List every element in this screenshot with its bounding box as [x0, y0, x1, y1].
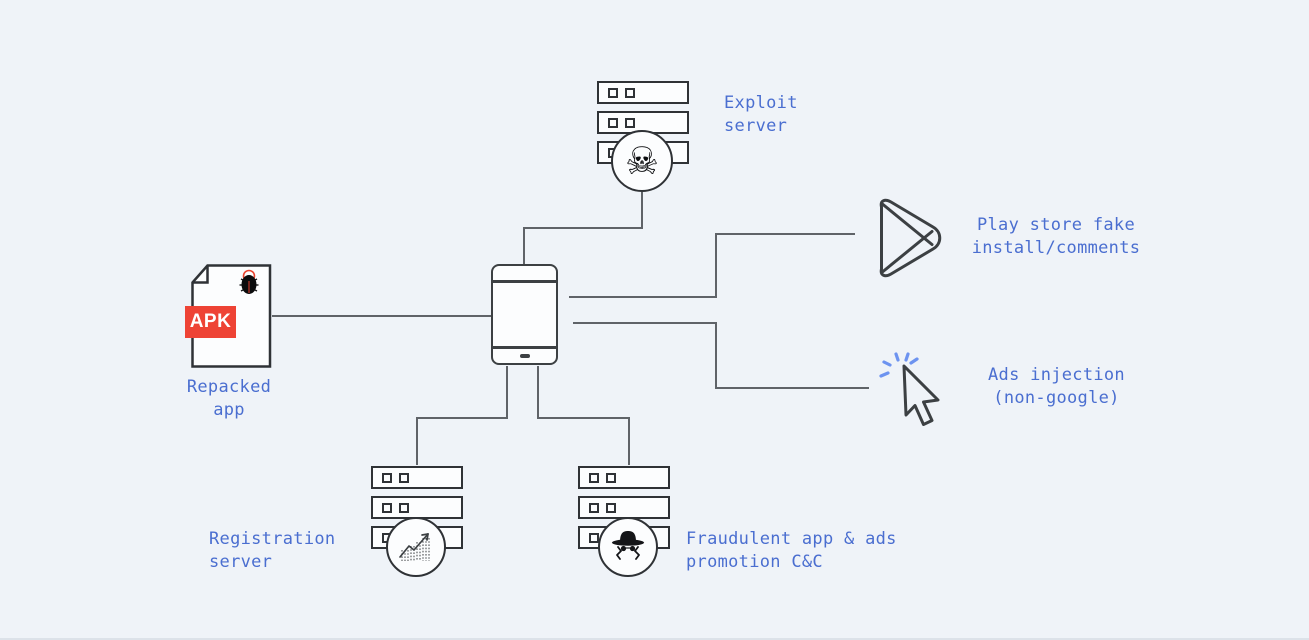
repacked-app-label: Repacked app — [186, 377, 272, 420]
server-port-icon — [399, 472, 409, 483]
play-store-label: Play store fake install/comments — [971, 215, 1141, 258]
server-port-icon — [608, 117, 618, 128]
server-port-icon — [606, 472, 616, 483]
server-port-icon — [382, 502, 392, 513]
server-slab — [578, 496, 670, 519]
phone-home-button — [519, 354, 530, 358]
phone-screen-top-line — [493, 280, 556, 283]
repacked-app-node: APK — [185, 264, 272, 368]
server-port-icon — [606, 502, 616, 513]
exploit-server-label: Exploit server — [724, 93, 798, 136]
server-port-icon — [625, 117, 635, 128]
phone-screen-bottom-line — [493, 346, 556, 349]
server-port-icon — [589, 472, 599, 483]
server-port-icon — [608, 87, 618, 98]
server-port-icon — [589, 532, 599, 543]
server-slab — [371, 466, 463, 489]
fraud-cc-label: Fraudulent app & ads promotion C&C — [686, 529, 897, 572]
registration-server-label: Registration server — [209, 529, 336, 572]
server-port-icon — [625, 87, 635, 98]
spy-icon — [598, 517, 658, 577]
cursor-click-icon — [879, 352, 940, 426]
server-port-icon — [589, 502, 599, 513]
bug-icon — [239, 269, 259, 294]
server-slab — [578, 466, 670, 489]
smartphone-icon — [491, 264, 558, 365]
apk-badge: APK — [185, 306, 236, 338]
skull-crossbones-icon: ☠ — [611, 130, 673, 192]
server-slab — [371, 496, 463, 519]
growth-chart-icon — [386, 517, 446, 577]
server-port-icon — [399, 502, 409, 513]
play-store-icon — [879, 198, 942, 278]
ads-injection-label: Ads injection (non-google) — [988, 365, 1125, 408]
server-port-icon — [382, 472, 392, 483]
server-slab — [597, 81, 689, 104]
